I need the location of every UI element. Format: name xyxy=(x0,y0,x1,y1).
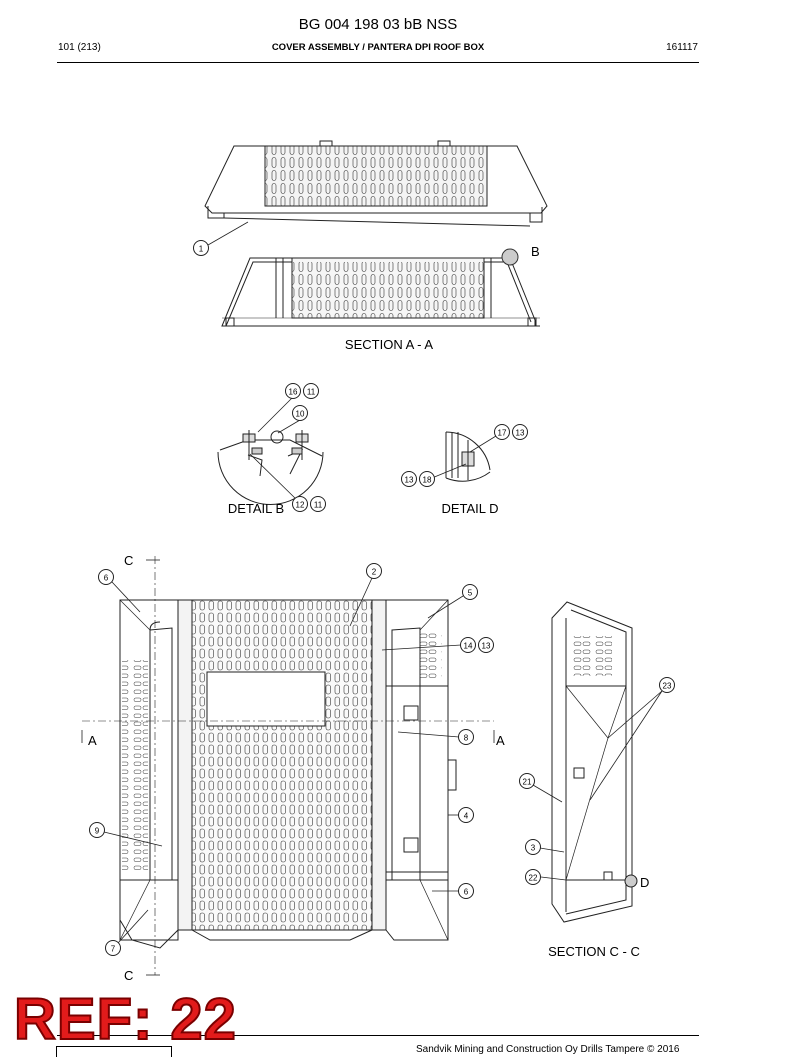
detail-d-label: DETAIL D xyxy=(441,501,498,516)
section-a-marker-right: A xyxy=(496,733,505,748)
balloon-6b: 6 xyxy=(464,888,469,897)
company-logo xyxy=(56,1046,172,1057)
section-aa-label: SECTION A - A xyxy=(345,337,433,352)
balloon-9: 9 xyxy=(95,827,100,836)
balloon-4: 4 xyxy=(464,812,469,821)
balloon-7: 7 xyxy=(111,945,116,954)
balloon-10: 10 xyxy=(296,410,305,419)
balloon-18: 18 xyxy=(423,476,432,485)
balloon-16: 16 xyxy=(289,388,298,397)
balloon-21: 21 xyxy=(523,778,532,787)
page-number: 101 (213) xyxy=(58,42,101,53)
plan-view xyxy=(82,556,494,975)
balloon-13b: 13 xyxy=(405,476,414,485)
balloon-14: 14 xyxy=(464,642,473,651)
detail-b-view xyxy=(217,430,324,505)
roof-box-side-view xyxy=(204,140,548,227)
detail-d-marker: D xyxy=(640,875,649,890)
balloon-12: 12 xyxy=(296,501,305,510)
detail-d-view xyxy=(445,431,491,482)
detail-b-label: DETAIL B xyxy=(228,501,284,516)
balloon-8: 8 xyxy=(464,734,469,743)
balloon-1-label: 1 xyxy=(199,245,204,254)
section-c-marker-top: C xyxy=(124,553,133,568)
balloon-2: 2 xyxy=(372,568,377,577)
section-a-marker-left: A xyxy=(88,733,97,748)
balloon-22: 22 xyxy=(529,874,538,883)
balloon-11b: 11 xyxy=(314,501,323,510)
detail-b-marker: B xyxy=(531,244,540,259)
document-id: BG 004 198 03 bB NSS xyxy=(298,16,458,33)
section-aa-view xyxy=(221,248,540,327)
balloon-1 xyxy=(193,240,209,256)
balloon-13c: 13 xyxy=(482,642,491,651)
page-title: COVER ASSEMBLY / PANTERA DPI ROOF BOX xyxy=(271,42,485,53)
balloon-13: 13 xyxy=(516,429,525,438)
section-cc-label: SECTION C - C xyxy=(548,944,640,959)
balloon-6: 6 xyxy=(104,574,109,583)
balloon-23: 23 xyxy=(663,682,672,691)
balloon-11: 11 xyxy=(307,388,316,397)
header-rule xyxy=(57,62,699,63)
revision-date: 161117 xyxy=(666,42,698,53)
balloon-3: 3 xyxy=(531,844,536,853)
ref-stamp: REF: 22 xyxy=(13,986,237,1053)
balloon-5: 5 xyxy=(468,589,473,598)
section-cc-view xyxy=(551,601,638,923)
balloon-17: 17 xyxy=(498,429,507,438)
footer-copyright: Sandvik Mining and Construction Oy Drill… xyxy=(416,1044,680,1055)
footer-rule xyxy=(57,1035,699,1036)
section-c-marker-bottom: C xyxy=(124,968,133,983)
